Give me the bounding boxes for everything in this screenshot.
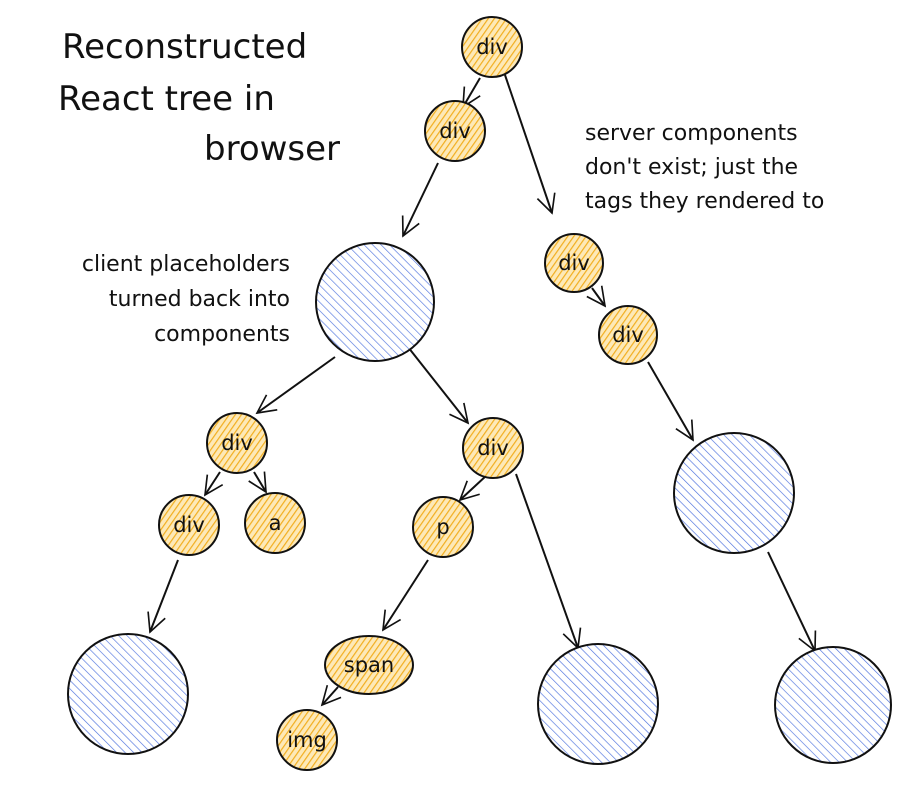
title-line-3: browser [204,129,340,169]
tag-node-root-div: div [461,16,523,78]
edge-component-to-mid-right-div [407,346,468,423]
tag-node-leaf-img: img [276,709,338,771]
edge-to-leaf-p [460,474,488,500]
tag-label: div [173,513,205,537]
client-note-line-2: turned back into [109,287,290,312]
client-component-leaf-1 [67,633,189,755]
tag-label: p [436,515,449,539]
tag-label: div [477,436,509,460]
server-note-line-1: server components [585,121,798,146]
edge-to-leaf-div [205,471,220,495]
component-nodes [67,242,892,765]
client-placeholders-note: client placeholders turned back into com… [82,252,290,347]
tag-label: img [287,728,327,752]
tag-node-left-div: div [424,100,486,162]
edge-root-to-right-div [504,74,552,213]
server-note-line-3: tags they rendered to [585,189,824,214]
tag-node-leaf-div: div [158,494,220,556]
edge-left-div-to-component [403,162,439,236]
edge-to-leaf-a [254,471,266,492]
tag-label: a [269,511,282,535]
title-line-2: React tree in [58,79,275,119]
edge-span-to-img [322,687,338,705]
tag-nodes: div div div div div div div a [158,16,658,771]
tag-node-leaf-span: span [324,635,414,695]
edge-p-to-span [383,559,429,630]
edge-right-component-to-component [767,551,815,651]
tag-node-right-div-1: div [544,233,604,293]
tag-label: div [612,323,644,347]
client-note-line-3: components [154,322,290,347]
tag-node-mid-right-div: div [462,417,524,479]
diagram-title: Reconstructed React tree in browser [58,27,340,169]
tag-label: div [558,251,590,275]
client-component-node-right [673,432,795,554]
tag-node-mid-left-div: div [206,412,268,474]
server-components-note: server components don't exist; just the … [585,121,824,214]
edge-right-div2-to-component [647,361,693,440]
edge-right-div-to-right-div2 [592,288,605,306]
edge-mid-right-div-to-component [515,473,578,648]
tag-label: div [221,431,253,455]
tag-label: span [344,653,394,677]
client-component-leaf-3 [774,646,892,764]
title-line-1: Reconstructed [62,27,307,67]
client-component-node [315,242,435,362]
edge-leaf-div-to-component [150,559,179,632]
tag-node-leaf-p: p [412,496,474,558]
tag-label: div [439,119,471,143]
edge-component-to-mid-left-div [257,356,336,413]
tag-label: div [476,35,508,59]
tag-node-leaf-a: a [244,492,306,554]
tag-node-right-div-2: div [598,305,658,365]
server-note-line-2: don't exist; just the [585,155,798,180]
tree-edges [150,74,815,705]
client-component-leaf-2 [537,643,659,765]
client-note-line-1: client placeholders [82,252,290,277]
